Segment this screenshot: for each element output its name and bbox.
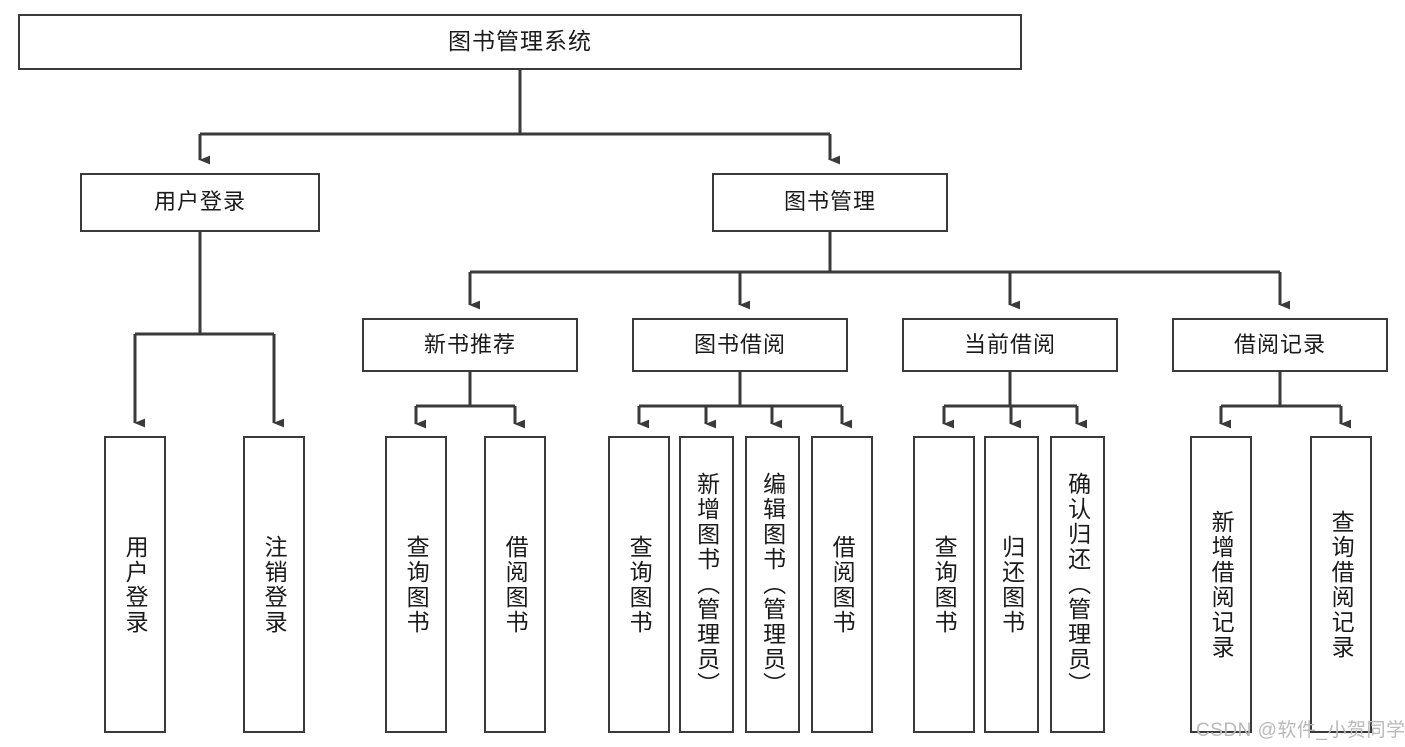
node-label: 借阅记录 (1233, 331, 1326, 357)
leaf-query-book-recommend[interactable]: 查询图书 (385, 436, 447, 733)
node-root-system[interactable]: 图书管理系统 (18, 14, 1022, 70)
node-label: 图书借阅 (693, 331, 786, 357)
leaf-user-login[interactable]: 用户登录 (104, 436, 166, 733)
node-borrow-record[interactable]: 借阅记录 (1172, 318, 1388, 372)
node-label: 图书管理 (783, 189, 876, 215)
node-label: 借阅图书 (829, 534, 856, 635)
node-user-login[interactable]: 用户登录 (80, 173, 320, 232)
node-current-borrow[interactable]: 当前借阅 (902, 318, 1118, 372)
node-label: 注销登录 (261, 534, 288, 635)
node-label: 编辑图书（管理员） (759, 472, 786, 697)
node-label: 查询图书 (403, 534, 430, 635)
leaf-logout-login[interactable]: 注销登录 (243, 436, 305, 733)
node-label: 新书推荐 (423, 331, 516, 357)
leaf-add-book-admin[interactable]: 新增图书（管理员） (679, 436, 734, 733)
leaf-borrow-book-recommend[interactable]: 借阅图书 (484, 436, 546, 733)
node-book-management[interactable]: 图书管理 (712, 173, 948, 232)
node-label: 图书管理系统 (448, 28, 592, 55)
leaf-query-book-borrow[interactable]: 查询图书 (608, 436, 670, 733)
node-label: 新增借阅记录 (1208, 509, 1235, 660)
node-label: 当前借阅 (963, 331, 1056, 357)
node-label: 查询图书 (626, 534, 653, 635)
node-label: 用户登录 (122, 534, 149, 635)
leaf-return-book[interactable]: 归还图书 (984, 436, 1039, 733)
node-label: 新增图书（管理员） (693, 472, 720, 697)
leaf-add-borrow-record[interactable]: 新增借阅记录 (1190, 436, 1252, 733)
node-label: 查询借阅记录 (1328, 509, 1355, 660)
leaf-confirm-return-admin[interactable]: 确认归还（管理员） (1050, 436, 1105, 733)
node-label: 用户登录 (153, 189, 246, 215)
node-book-borrow[interactable]: 图书借阅 (632, 318, 848, 372)
csdn-watermark: CSDN @软件_小贺同学 (1196, 720, 1405, 741)
node-new-book-recommend[interactable]: 新书推荐 (362, 318, 578, 372)
node-label: 归还图书 (998, 534, 1025, 635)
node-label: 借阅图书 (502, 534, 529, 635)
leaf-query-book-current[interactable]: 查询图书 (913, 436, 975, 733)
node-label: 查询图书 (931, 534, 958, 635)
node-label: 确认归还（管理员） (1064, 472, 1091, 697)
leaf-edit-book-admin[interactable]: 编辑图书（管理员） (745, 436, 800, 733)
leaf-query-borrow-record[interactable]: 查询借阅记录 (1310, 436, 1372, 733)
leaf-borrow-book[interactable]: 借阅图书 (811, 436, 873, 733)
